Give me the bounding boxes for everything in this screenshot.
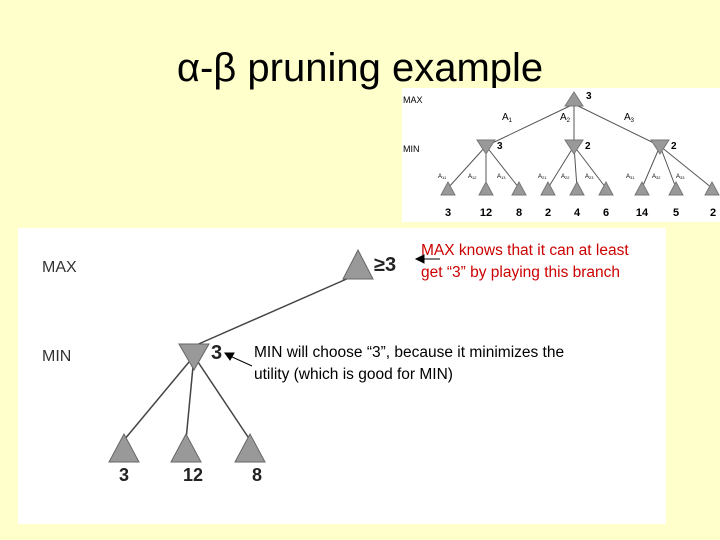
leaf-node [704, 180, 720, 196]
min-note-line: MIN will choose “3”, because it minimize… [254, 344, 564, 361]
leaf-nodes [440, 180, 720, 196]
leaf-value: 8 [516, 207, 522, 219]
max-node [342, 248, 374, 280]
leaf-value: 14 [636, 207, 649, 219]
callout-arrow-max [414, 254, 440, 264]
pruning-step-svg: MAX MIN ≥3 3 3 12 8 MAX knows that it ca… [42, 242, 629, 485]
max-node [564, 91, 584, 107]
edge-label-a3: A3 [624, 112, 635, 124]
leaf-node [234, 432, 266, 463]
max-level-label: MAX [403, 95, 423, 105]
edge-label: A32 [652, 174, 661, 180]
slide-title: α-β pruning example [176, 46, 544, 90]
edge-label-a2: A2 [560, 112, 571, 124]
leaf-value: 8 [252, 465, 262, 485]
edge-label: A13 [497, 174, 506, 180]
max-note-line: MAX knows that it can at least [421, 242, 629, 259]
min-level-label: MIN [42, 348, 71, 365]
leaf-node [634, 180, 650, 196]
reference-game-tree-svg: MAX MIN 3 A1 A2 A3 3 2 2 A11 A12 A13 A21… [403, 91, 720, 219]
leaf-value: 3 [119, 465, 129, 485]
min-node-value: 3 [211, 342, 222, 364]
leaf-node [108, 432, 140, 463]
leaf-value: 2 [545, 207, 551, 219]
leaf-value: 4 [574, 207, 581, 219]
min-node [178, 343, 210, 372]
reference-game-tree: MAX MIN 3 A1 A2 A3 3 2 2 A11 A12 A13 A21… [402, 88, 720, 222]
leaf-value: 12 [183, 465, 203, 485]
leaf-value: 3 [445, 207, 451, 219]
edge-label: A23 [585, 174, 594, 180]
leaf-node [440, 180, 456, 196]
leaf-node [170, 432, 202, 463]
edge-label: A21 [538, 174, 547, 180]
leaf-node [540, 180, 556, 196]
leaf-edge-labels: A11 A12 A13 A21 A22 A23 A31 A32 A33 [438, 174, 685, 180]
leaf-node [511, 180, 527, 196]
leaf-node [598, 180, 614, 196]
leaf-value: 6 [603, 207, 609, 219]
min-node-value: 2 [671, 141, 677, 152]
min-node-value: 3 [497, 141, 503, 152]
main-tree-edges [123, 273, 359, 441]
leaf-value: 5 [673, 207, 679, 219]
leaf-values: 3 12 8 2 4 6 14 5 2 [445, 207, 716, 219]
leaf-node [569, 180, 585, 196]
top-edge-labels: A1 A2 A3 [502, 112, 635, 124]
min-node [564, 139, 584, 155]
edge-label: A31 [626, 174, 635, 180]
leaf-node [668, 180, 684, 196]
pruning-step-panel: MAX MIN ≥3 3 3 12 8 MAX knows that it ca… [18, 228, 666, 524]
leaf-value: 2 [710, 207, 716, 219]
edge-label: A12 [468, 174, 477, 180]
min-node [650, 139, 670, 155]
leaf-node [478, 180, 494, 196]
edge-label: A33 [676, 174, 685, 180]
root-value: 3 [586, 91, 592, 102]
edge-label: A11 [438, 174, 447, 180]
max-level-label: MAX [42, 259, 77, 276]
min-note-line: utility (which is good for MIN) [254, 366, 453, 383]
root-bound-value: ≥3 [374, 254, 396, 276]
leaf-value: 12 [480, 207, 492, 219]
callout-arrow-min [224, 352, 253, 367]
min-node-value: 2 [585, 141, 591, 152]
edge-label-a1: A1 [502, 112, 513, 124]
min-level-label: MIN [403, 144, 420, 154]
edge-label: A22 [561, 174, 570, 180]
max-note-line: get “3” by playing this branch [421, 264, 620, 281]
min-node [476, 139, 496, 155]
